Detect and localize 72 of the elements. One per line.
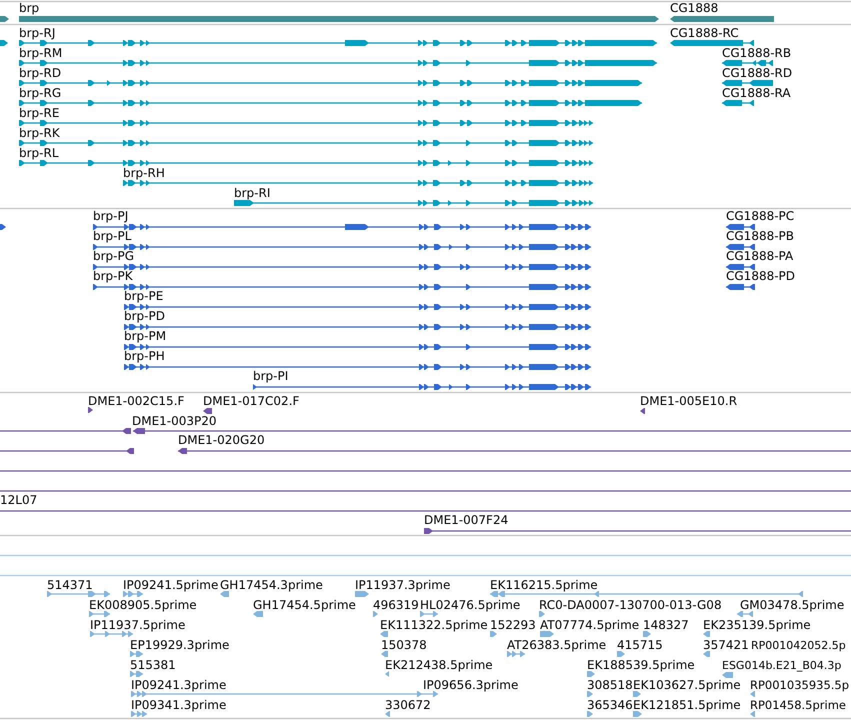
est-label: HL02476.5prime	[420, 598, 520, 612]
est-label: EP19929.3prime	[130, 638, 230, 652]
est-label: RC0-DA0007-130700-013-G08	[539, 598, 722, 612]
protein-label: CG1888-PA	[726, 249, 794, 263]
protein-label: CG1888-PC	[726, 209, 794, 223]
est-label: RP01458.5prime	[750, 698, 846, 712]
est-label: 330672	[385, 698, 431, 712]
protein-label: brp-PJ	[93, 209, 128, 223]
est-label: IP09341.3prime	[131, 698, 226, 712]
est-label: 308518	[587, 678, 633, 692]
transcript-label: brp-RE	[19, 106, 60, 120]
est-label: EK121851.5prime	[633, 698, 741, 712]
transcript-label: brp-RK	[19, 126, 60, 140]
protein-label: brp-PI	[253, 369, 288, 383]
est-label: EK111322.5prime	[380, 618, 488, 632]
est-label: AT26383.5prime	[507, 638, 606, 652]
est-label: EK212438.5prime	[385, 658, 493, 672]
est-label: 496319	[373, 598, 419, 612]
est-label: EK235139.5prime	[703, 618, 811, 632]
est-label: ESG014b.E21_B04.3p	[722, 659, 842, 673]
est-label: 514371	[47, 578, 93, 592]
clone-label: DME1-007F24	[424, 513, 508, 527]
est-label: GH17454.3prime	[220, 578, 323, 592]
est-label: IP09241.5prime	[123, 578, 218, 592]
clone-label: DME1-017C02.F	[203, 394, 300, 408]
clone-label: DME1-002C15.F	[88, 394, 184, 408]
clone-label: DME1-020G20	[178, 433, 265, 447]
transcript-label: brp-RD	[19, 66, 62, 80]
est-label: 148327	[643, 618, 689, 632]
transcript-label: brp-RG	[19, 86, 62, 100]
est-label: IP11937.3prime	[355, 578, 450, 592]
protein-label: brp-PG	[93, 249, 134, 263]
transcript-label: brp-RJ	[19, 26, 56, 40]
est-label: IP09241.3prime	[131, 678, 226, 692]
transcript-label: CG1888-RB	[722, 46, 792, 60]
protein-label: brp-PH	[124, 349, 165, 363]
est-label: GM03478.5prime	[740, 598, 844, 612]
transcript-label: brp-RH	[123, 166, 165, 180]
est-label: IP09656.3prime	[423, 678, 518, 692]
protein-label: CG1888-PB	[726, 229, 794, 243]
gene-label: brp	[19, 1, 40, 15]
transcript-label: CG1888-RD	[722, 66, 792, 80]
est-label: EK116215.5prime	[490, 578, 598, 592]
est-label: EK103627.5prime	[633, 678, 741, 692]
transcript-label: brp-RI	[234, 186, 270, 200]
est-label: RP001042052.5p	[751, 639, 846, 653]
est-label: EK188539.5prime	[587, 658, 695, 672]
est-label: 152293	[490, 618, 536, 632]
est-label: 357421	[703, 638, 749, 652]
est-label: GH17454.5prime	[253, 598, 356, 612]
est-label: 515381	[130, 658, 176, 672]
protein-label: brp-PK	[93, 269, 133, 283]
est-label: 365346	[587, 698, 633, 712]
protein-label: CG1888-PD	[726, 269, 796, 283]
transcript-label: CG1888-RC	[670, 26, 739, 40]
protein-label: brp-PM	[124, 329, 166, 343]
transcript-label: brp-RL	[19, 146, 59, 160]
est-label: RP001035935.5p	[750, 678, 850, 692]
protein-label: brp-PL	[93, 229, 132, 243]
est-label: EK008905.5prime	[89, 598, 197, 612]
clone-label: 12L07	[0, 493, 38, 507]
clone-label: DME1-005E10.R	[640, 394, 738, 408]
est-label: 415715	[617, 638, 663, 652]
transcript-label: brp-RM	[19, 46, 62, 60]
est-label: IP11937.5prime	[90, 618, 186, 632]
clone-label: DME1-003P20	[132, 414, 217, 428]
gene-label: CG1888	[670, 1, 718, 15]
est-label: 150378	[381, 638, 427, 652]
protein-label: brp-PE	[124, 289, 164, 303]
protein-label: brp-PD	[124, 309, 165, 323]
transcript-label: CG1888-RA	[722, 86, 791, 100]
est-label: AT07774.5prime	[540, 618, 640, 632]
